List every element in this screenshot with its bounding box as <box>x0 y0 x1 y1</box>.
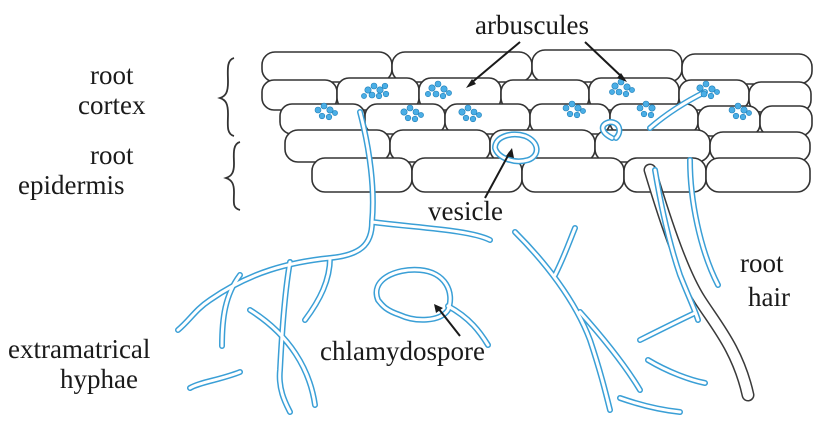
extramatrical-label-line2: hyphae <box>60 364 138 394</box>
root-epidermis-label-line1: root <box>90 140 134 170</box>
root-cortex-label-line1: root <box>90 60 134 90</box>
root-cortex-cells <box>262 50 812 136</box>
root-cortex-brace <box>220 58 234 136</box>
root-hair <box>650 170 748 395</box>
chlamydospore-label: chlamydospore <box>320 336 485 366</box>
root-hair-label-line2: hair <box>748 282 790 312</box>
vesicle-label: vesicle <box>428 196 503 226</box>
root-epidermis-label-line2: epidermis <box>18 170 124 200</box>
root-hair-label-line1: root <box>740 248 784 278</box>
root-cortex-label-line2: cortex <box>78 90 146 120</box>
extramatrical-label-line1: extramatrical <box>8 334 150 364</box>
arbuscules-label: arbuscules <box>475 10 589 40</box>
root-epidermis-brace <box>226 142 240 210</box>
